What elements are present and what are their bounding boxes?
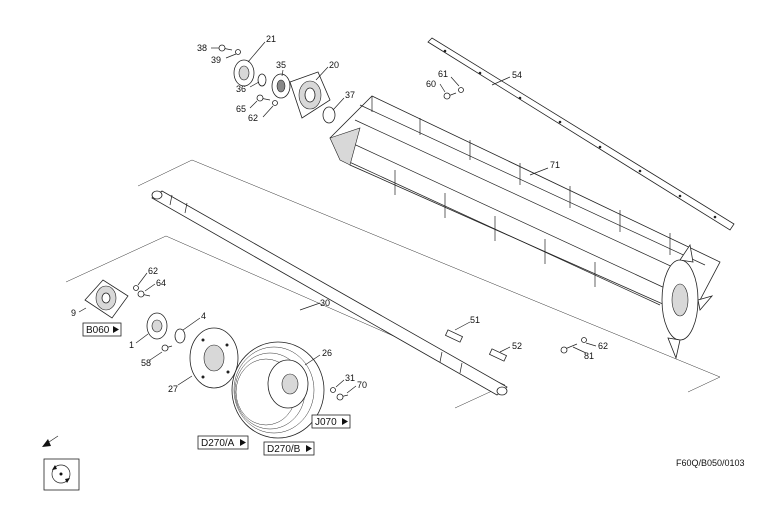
bearing-35: [271, 73, 291, 99]
callout-65: 65: [236, 104, 246, 114]
callout-36: 36: [236, 84, 246, 94]
ref-label-b060: B060: [86, 325, 110, 336]
ref-label-d270a: D270/A: [201, 438, 235, 449]
flange-1: [146, 312, 168, 340]
callout-30: 30: [320, 298, 330, 308]
ref-box-d270b[interactable]: D270/B: [263, 441, 315, 456]
housing-20: [289, 71, 331, 119]
callout-20: 20: [329, 60, 339, 70]
callout-39: 39: [211, 55, 221, 65]
callout-21: 21: [266, 34, 276, 44]
bolt-58: [161, 344, 173, 352]
washer-39: [235, 49, 241, 55]
ref-arrow-icon: [240, 439, 246, 446]
ring-4: [174, 328, 186, 344]
ref-box-b060[interactable]: B060: [82, 322, 122, 337]
leader-lines: [78, 41, 597, 394]
callout-62-left: 62: [148, 266, 158, 276]
callout-54: 54: [512, 70, 522, 80]
ring-37: [322, 106, 336, 124]
shaft-group-outline: [137, 159, 721, 393]
callout-26: 26: [322, 348, 332, 358]
callout-60: 60: [426, 79, 436, 89]
callout-70: 70: [357, 380, 367, 390]
bolt-38: [218, 44, 233, 52]
bolt-64: [137, 290, 151, 298]
washer-31: [330, 387, 336, 393]
washer-62-left: [133, 285, 139, 291]
flange-21: [233, 59, 255, 87]
callout-81: 81: [584, 351, 594, 361]
callout-51: 51: [470, 315, 480, 325]
ref-arrow-icon: [342, 418, 348, 425]
ref-label-j070: J070: [315, 417, 337, 428]
key-52: [488, 348, 508, 362]
bolt-65: [256, 94, 271, 102]
hub-27: [189, 327, 239, 389]
pulley-26: [231, 341, 325, 439]
ref-arrow-icon: [306, 445, 312, 452]
rotor-view-icon: [43, 458, 80, 491]
bolt-81: [560, 343, 578, 354]
callout-62-top: 62: [248, 113, 258, 123]
ref-box-j070[interactable]: J070: [311, 414, 351, 429]
callout-52: 52: [512, 341, 522, 351]
washer-61: [458, 87, 464, 93]
strip-54: [427, 37, 735, 231]
callout-4: 4: [201, 311, 206, 321]
callout-35: 35: [276, 60, 286, 70]
rotor-drum: [329, 95, 721, 360]
key-51: [444, 329, 464, 343]
callout-38: 38: [197, 43, 207, 53]
callout-37: 37: [345, 90, 355, 100]
washer-62-top: [272, 100, 278, 106]
callout-71: 71: [550, 160, 560, 170]
ref-label-d270b: D270/B: [267, 444, 301, 455]
main-shaft: [151, 190, 508, 396]
bolt-60: [443, 92, 457, 100]
bolt-70: [336, 393, 349, 401]
washer-62-right: [581, 337, 587, 343]
ref-arrow-icon: [113, 326, 119, 333]
callout-62-right: 62: [598, 341, 608, 351]
callout-27: 27: [168, 384, 178, 394]
ref-box-d270a[interactable]: D270/A: [197, 435, 249, 450]
bearing-housing-9: [84, 279, 129, 319]
callout-64: 64: [156, 278, 166, 288]
callout-61: 61: [438, 69, 448, 79]
callout-58: 58: [141, 358, 151, 368]
direction-arrow-icon: [42, 435, 59, 447]
callout-9: 9: [71, 308, 76, 318]
ring-36: [257, 73, 267, 87]
callout-31: 31: [345, 373, 355, 383]
drawing-code: F60Q/B050/0103: [676, 458, 745, 468]
callout-1: 1: [129, 340, 134, 350]
